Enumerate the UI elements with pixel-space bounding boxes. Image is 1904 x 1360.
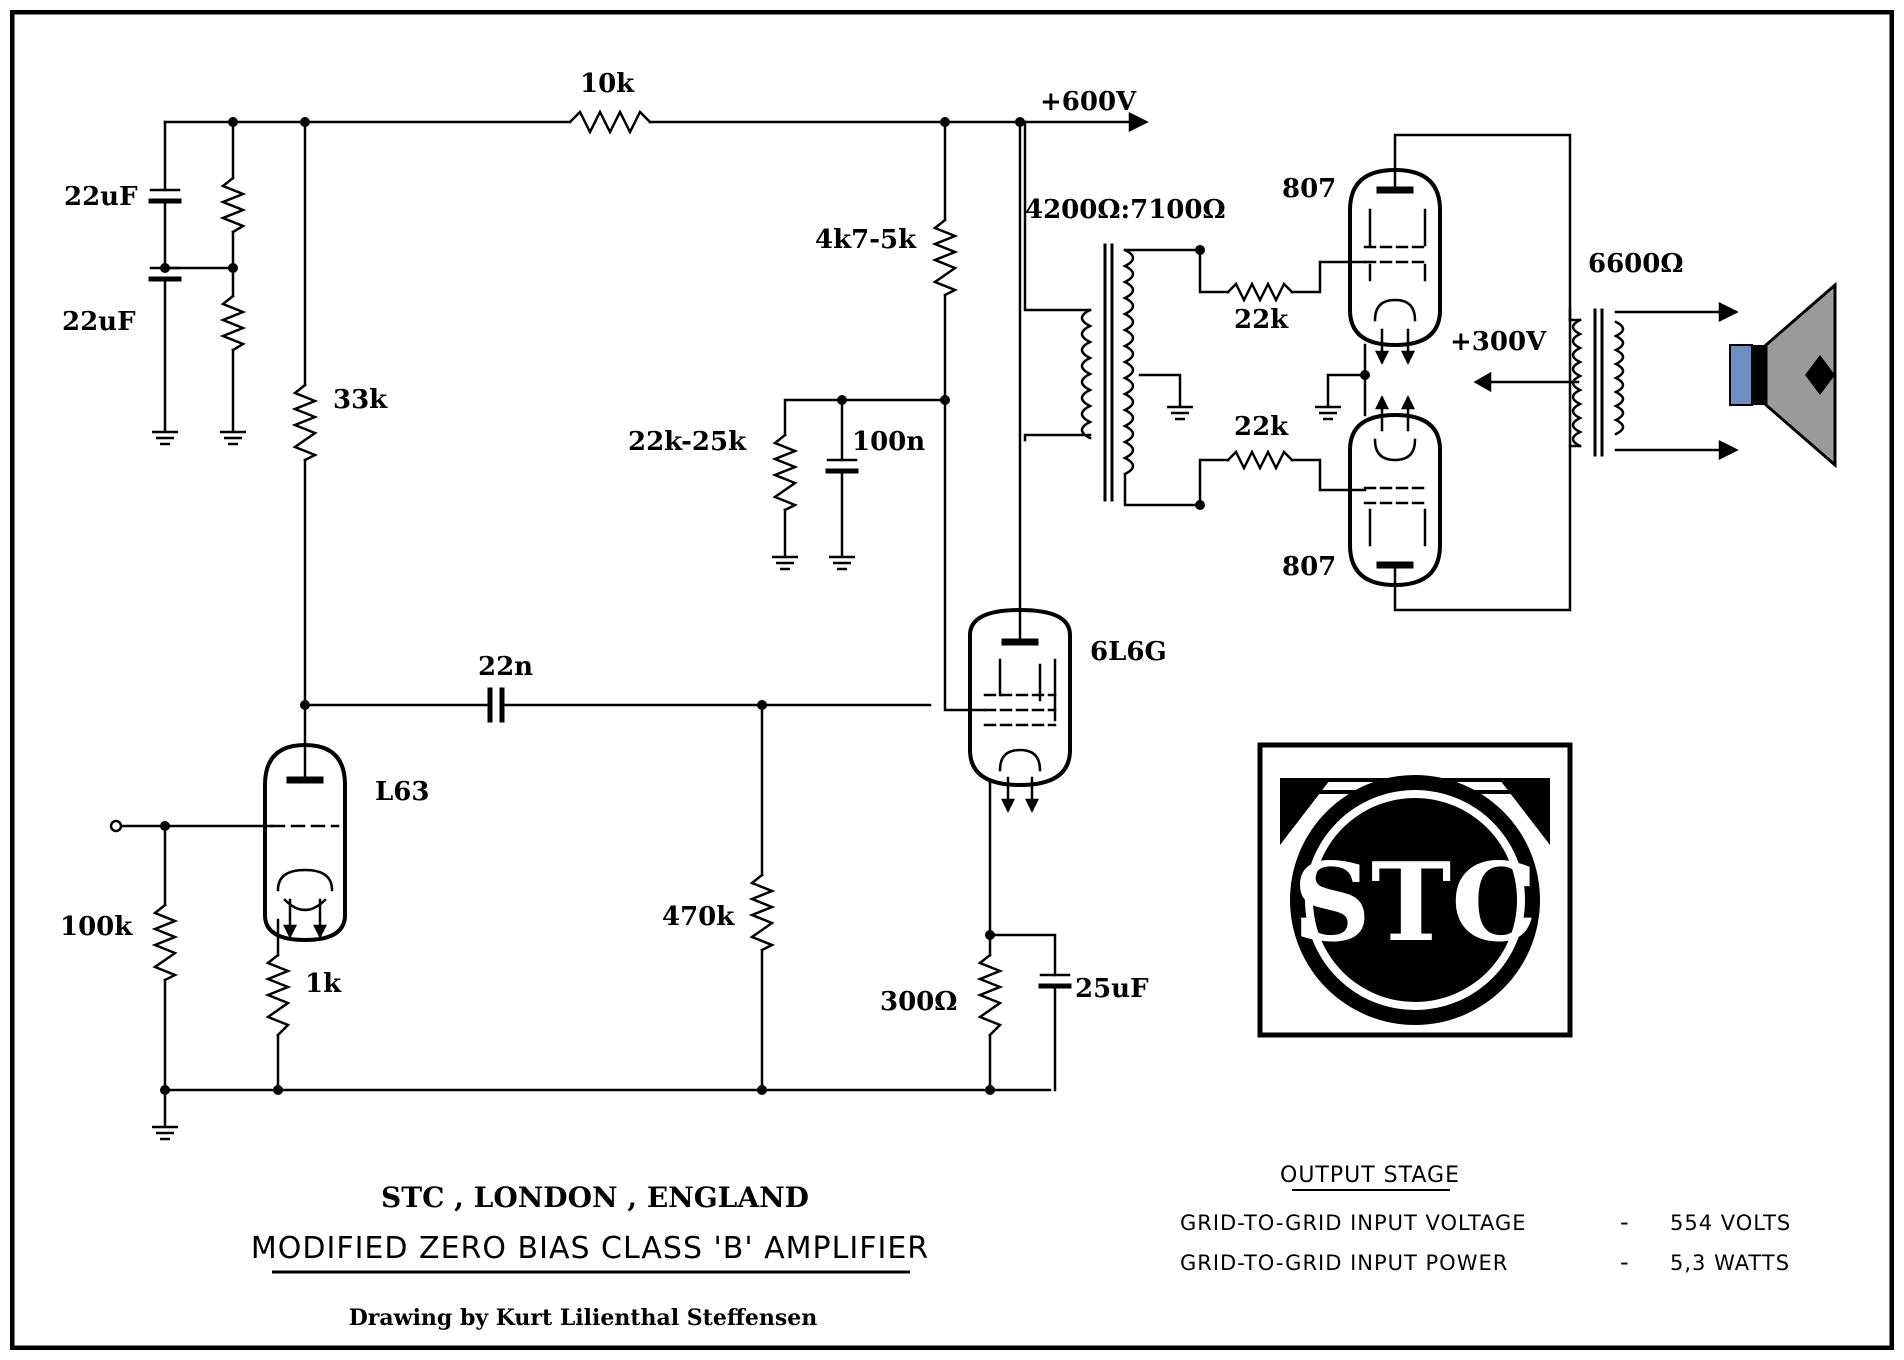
resistor-bleeder-bottom — [219, 294, 247, 352]
ground-symbol — [218, 430, 248, 446]
label-1k: 1k — [305, 969, 342, 999]
output-row-label: GRID-TO-GRID INPUT POWER — [1180, 1251, 1508, 1275]
arrow-300v — [1473, 371, 1492, 393]
label-807-bottom: 807 — [1282, 552, 1336, 582]
resistor-22k-top — [1226, 281, 1294, 303]
speaker-icon — [1729, 281, 1837, 469]
label-33k: 33k — [333, 385, 388, 415]
label-xfmr-ratio: 4200Ω:7100Ω — [1025, 195, 1226, 225]
credit-line: Drawing by Kurt Lilienthal Steffensen — [349, 1305, 818, 1331]
label-100n: 100n — [852, 427, 925, 457]
label-22uf-bottom: 22uF — [62, 307, 136, 337]
label-10k: 10k — [580, 69, 635, 99]
ground-symbol — [150, 1125, 180, 1141]
tube-l63-envelope — [263, 742, 347, 943]
resistor-470k — [748, 873, 776, 952]
label-25uf: 25uF — [1075, 974, 1149, 1004]
label-22k-25k: 22k-25k — [628, 427, 747, 457]
stc-logo: STC — [1257, 742, 1573, 1038]
label-470k: 470k — [662, 902, 735, 932]
label-22uf-top: 22uF — [64, 182, 138, 212]
label-600v: +600V — [1040, 87, 1137, 117]
label-6l6g: 6L6G — [1090, 637, 1167, 667]
page-border — [9, 9, 1895, 1351]
ground-symbol — [1313, 405, 1343, 421]
label-l63: L63 — [375, 777, 429, 807]
output-row-dash: - — [1620, 1208, 1630, 1236]
stc-logo-text: STC — [1293, 840, 1537, 966]
arrow-600v — [1128, 111, 1149, 133]
resistor-100k — [151, 903, 179, 982]
junction-dots — [160, 117, 1370, 1095]
label-22k-bottom: 22k — [1234, 412, 1289, 442]
tube-807-top-envelope — [1348, 167, 1442, 348]
label-4k7: 4k7-5k — [815, 225, 917, 255]
ground-symbol — [770, 555, 800, 571]
label-300v: +300V — [1450, 327, 1547, 357]
output-row-label: GRID-TO-GRID INPUT VOLTAGE — [1180, 1211, 1527, 1235]
label-100k: 100k — [60, 912, 133, 942]
schematic-canvas: 10k +600V 22uF 22uF 33k 4k7-5k 22k-25k 1… — [9, 9, 1895, 1351]
output-row-dash: - — [1620, 1248, 1630, 1276]
maker-line: STC , LONDON , ENGLAND — [381, 1181, 809, 1214]
drawing-title: MODIFIED ZERO BIAS CLASS 'B' AMPLIFIER — [251, 1231, 929, 1266]
label-22n: 22n — [478, 652, 533, 682]
xfmr-secondary — [1122, 248, 1135, 476]
output-secondary — [1613, 320, 1625, 436]
resistor-1k — [264, 953, 292, 1037]
resistor-bleeder-top — [219, 176, 247, 234]
resistor-22k-25k — [771, 433, 799, 512]
ground-symbol — [150, 430, 180, 446]
resistor-300 — [976, 953, 1004, 1037]
label-807-top: 807 — [1282, 174, 1336, 204]
ground-symbol — [1165, 405, 1195, 421]
output-stage-heading: OUTPUT STAGE — [1280, 1163, 1460, 1188]
resistor-4k7 — [931, 218, 959, 297]
resistor-22k-bottom — [1226, 449, 1294, 471]
label-22k-top: 22k — [1234, 305, 1289, 335]
tube-807-bottom-envelope — [1348, 412, 1442, 588]
label-300-ohm: 300Ω — [880, 987, 957, 1017]
resistor-33k — [291, 383, 319, 462]
ground-symbol — [827, 555, 857, 571]
xfmr-primary — [1080, 308, 1093, 440]
output-row-value: 554 VOLTS — [1670, 1211, 1791, 1235]
schematic-frame: 10k +600V 22uF 22uF 33k 4k7-5k 22k-25k 1… — [9, 9, 1895, 1351]
resistor-10k — [568, 109, 652, 135]
label-6600: 6600Ω — [1588, 249, 1684, 279]
output-row-value: 5,3 WATTS — [1670, 1251, 1790, 1275]
